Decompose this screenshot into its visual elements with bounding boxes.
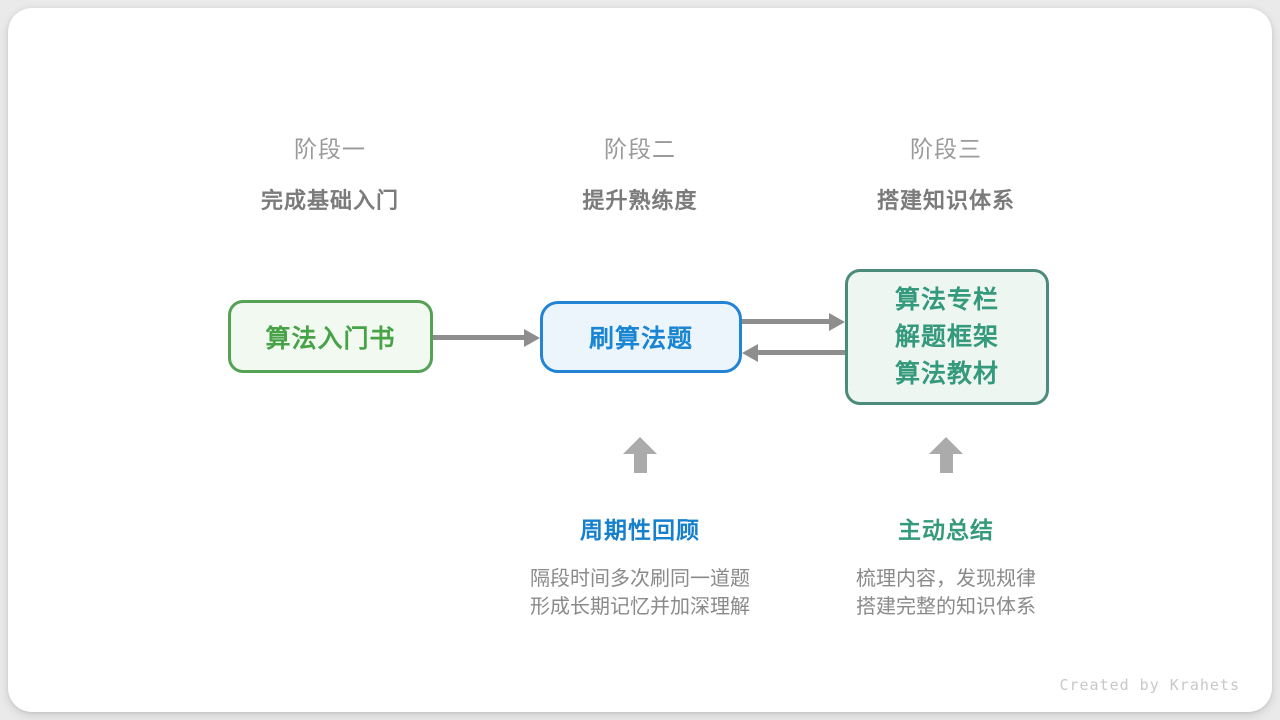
- node-algo-intro-book: 算法入门书: [228, 300, 433, 373]
- stage-2-label: 阶段二: [604, 136, 676, 162]
- annotation-periodic-review-desc-line2: 形成长期记忆并加深理解: [530, 596, 750, 618]
- annotation-periodic-review-desc: 隔段时间多次刷同一道题 形成长期记忆并加深理解: [470, 565, 810, 621]
- annotation-periodic-review-title: 周期性回顾: [580, 517, 700, 543]
- annotation-periodic-review: 周期性回顾 隔段时间多次刷同一道题 形成长期记忆并加深理解: [470, 511, 810, 621]
- annotation-periodic-review-desc-line1: 隔段时间多次刷同一道题: [530, 568, 750, 590]
- annotation-active-summary-desc-line2: 搭建完整的知识体系: [856, 596, 1036, 618]
- stage-3-header: 阶段三 搭建知识体系: [786, 130, 1106, 215]
- node-practice-problems-label: 刷算法题: [588, 325, 693, 353]
- stage-3-subtitle: 搭建知识体系: [876, 188, 1015, 213]
- annotation-active-summary-desc-line1: 梳理内容，发现规律: [856, 568, 1036, 590]
- node-algo-textbook-label: 算法教材: [894, 359, 999, 388]
- stage-2-subtitle: 提升熟练度: [582, 188, 698, 213]
- stage-3-label: 阶段三: [910, 136, 982, 162]
- up-arrow-summarize-icon: [929, 437, 963, 473]
- annotation-active-summary: 主动总结 梳理内容，发现规律 搭建完整的知识体系: [776, 511, 1116, 621]
- node-solution-framework-label: 解题框架: [894, 322, 999, 351]
- node-algo-column-label: 算法专栏: [894, 285, 999, 314]
- stage-1-label: 阶段一: [294, 136, 366, 162]
- annotation-active-summary-title: 主动总结: [898, 517, 994, 543]
- stage-1-header: 阶段一 完成基础入门: [170, 130, 490, 215]
- credit-text: Created by Krahets: [1059, 676, 1240, 694]
- node-practice-problems: 刷算法题: [540, 301, 742, 373]
- stage-2-header: 阶段二 提升熟练度: [480, 130, 800, 215]
- annotation-active-summary-desc: 梳理内容，发现规律 搭建完整的知识体系: [776, 565, 1116, 621]
- up-arrow-review-icon: [623, 437, 657, 473]
- node-algo-intro-book-label: 算法入门书: [265, 324, 396, 353]
- node-knowledge-resources: 算法专栏 解题框架 算法教材: [845, 269, 1049, 405]
- stage-1-subtitle: 完成基础入门: [260, 188, 399, 213]
